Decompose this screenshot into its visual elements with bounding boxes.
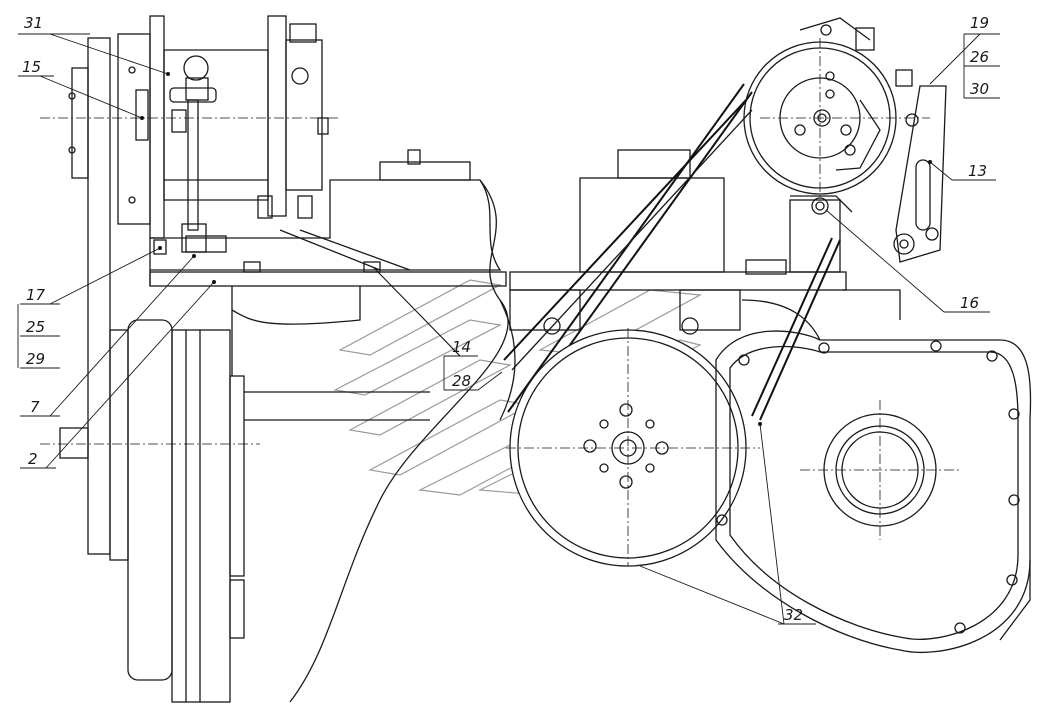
timing-cover xyxy=(715,289,1032,653)
callout-28: 28 xyxy=(452,372,471,390)
callout-32: 32 xyxy=(784,606,803,624)
center-housing xyxy=(509,149,847,335)
callout-7: 7 xyxy=(30,398,40,416)
callout-26: 26 xyxy=(970,48,989,66)
callout-29: 29 xyxy=(26,350,45,368)
left-pulley-assembly xyxy=(40,37,430,703)
alternator xyxy=(743,17,930,215)
callout-25: 25 xyxy=(26,318,45,336)
callout-31: 31 xyxy=(24,14,43,32)
leader-lines xyxy=(17,33,1000,625)
callout-13: 13 xyxy=(968,162,987,180)
callout-30: 30 xyxy=(970,80,989,98)
crank-pulley xyxy=(506,328,760,567)
compressor-unit xyxy=(40,15,340,253)
tensioner-strap xyxy=(893,85,947,263)
callout-17: 17 xyxy=(26,286,46,304)
callout-19: 19 xyxy=(970,14,989,32)
callout-16: 16 xyxy=(960,294,979,312)
callout-2: 2 xyxy=(28,450,38,468)
callout-15: 15 xyxy=(22,58,41,76)
callout-14: 14 xyxy=(452,338,471,356)
callout-labels: 31 15 17 25 29 7 2 14 28 19 26 30 13 16 … xyxy=(22,14,989,624)
break-line xyxy=(289,179,516,703)
